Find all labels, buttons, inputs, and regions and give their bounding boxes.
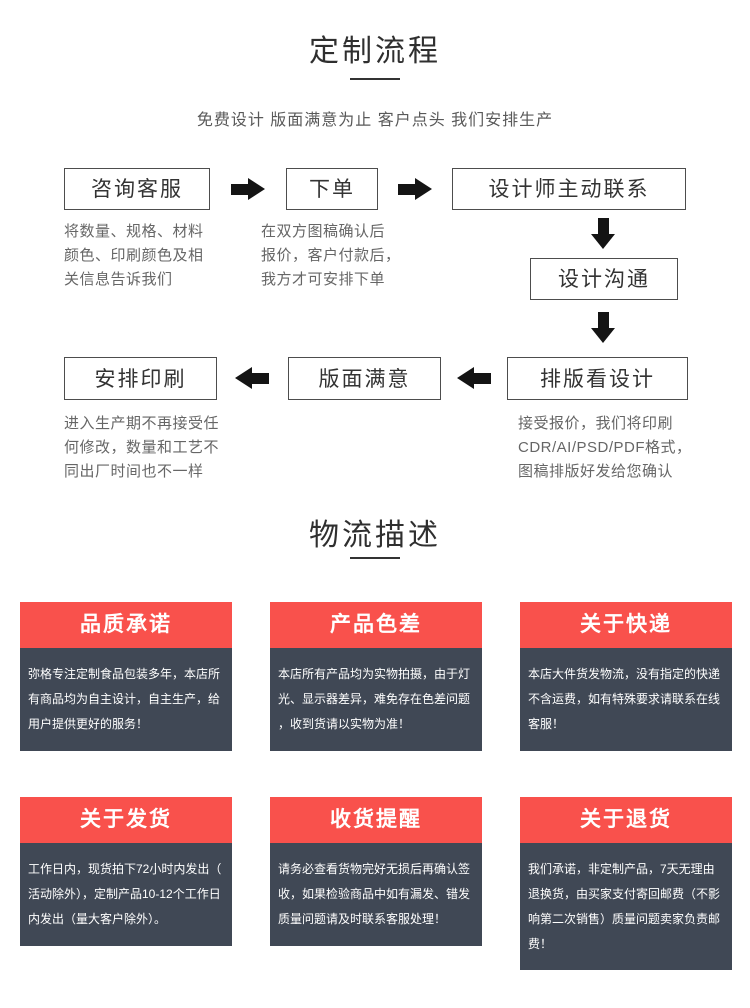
card-product-color: 产品色差 本店所有产品均为实物拍摄，由于灯光、显示器差异，难免存在色差问题，收到…	[270, 602, 482, 751]
flow-desc-place-order: 在双方图稿确认后 报价，客户付款后， 我方才可安排下单	[261, 223, 401, 288]
process-title-underline	[350, 78, 400, 80]
card-title: 收货提醒	[270, 797, 482, 843]
logistics-section-title: 物流描述	[309, 519, 441, 552]
card-about-returns: 关于退货 我们承诺，非定制产品，7天无理由退换货，由买家支付寄回邮费（不影响第二…	[520, 797, 732, 970]
card-title: 关于快递	[520, 602, 732, 648]
flow-step-review-design: 排版看设计	[507, 357, 688, 400]
logistics-cards-grid: 品质承诺 弥格专注定制食品包装多年，本店所有商品均为自主设计，自主生产，给用户提…	[20, 602, 732, 970]
arrow-down-icon	[591, 312, 615, 343]
card-quality-promise: 品质承诺 弥格专注定制食品包装多年，本店所有商品均为自主设计，自主生产，给用户提…	[20, 602, 232, 751]
flow-step-arrange-printing: 安排印刷	[64, 357, 217, 400]
card-about-express: 关于快递 本店大件货发物流，没有指定的快递不含运费，如有特殊要求请联系在线客服！	[520, 602, 732, 751]
flow-desc-consult-service: 将数量、规格、材料 颜色、印刷颜色及相 关信息告诉我们	[64, 223, 204, 288]
card-body: 本店大件货发物流，没有指定的快递不含运费，如有特殊要求请联系在线客服！	[520, 648, 732, 751]
card-about-shipping: 关于发货 工作日内，现货拍下72小时内发出（活动除外），定制产品10-12个工作…	[20, 797, 232, 970]
process-subtitle: 免费设计 版面满意为止 客户点头 我们安排生产	[196, 112, 554, 129]
flow-step-design-communication: 设计沟通	[530, 258, 678, 300]
card-title: 品质承诺	[20, 602, 232, 648]
card-body: 本店所有产品均为实物拍摄，由于灯光、显示器差异，难免存在色差问题，收到货请以实物…	[270, 648, 482, 751]
flow-step-place-order: 下单	[286, 168, 378, 210]
process-section-title: 定制流程	[309, 35, 441, 68]
flow-step-layout-satisfied: 版面满意	[288, 357, 441, 400]
flow-step-designer-contact: 设计师主动联系	[452, 168, 686, 210]
flow-desc-arrange-printing: 进入生产期不再接受任 何修改，数量和工艺不 同出厂时间也不一样	[64, 415, 220, 480]
card-receiving-reminder: 收货提醒 请务必查看货物完好无损后再确认签收，如果检验商品中如有漏发、错发质量问…	[270, 797, 482, 970]
card-title: 关于退货	[520, 797, 732, 843]
card-body: 工作日内，现货拍下72小时内发出（活动除外），定制产品10-12个工作日内发出（…	[20, 843, 232, 946]
logistics-title-underline	[350, 557, 400, 559]
flow-desc-review-design: 接受报价，我们将印刷 CDR/AI/PSD/PDF格式， 图稿排版好发给您确认	[518, 415, 692, 480]
card-title: 关于发货	[20, 797, 232, 843]
arrow-left-icon	[457, 367, 491, 389]
card-body: 弥格专注定制食品包装多年，本店所有商品均为自主设计，自主生产，给用户提供更好的服…	[20, 648, 232, 751]
card-body: 我们承诺，非定制产品，7天无理由退换货，由买家支付寄回邮费（不影响第二次销售）质…	[520, 843, 732, 970]
card-body: 请务必查看货物完好无损后再确认签收，如果检验商品中如有漏发、错发质量问题请及时联…	[270, 843, 482, 946]
card-title: 产品色差	[270, 602, 482, 648]
arrow-down-icon	[591, 218, 615, 249]
arrow-right-icon	[398, 178, 432, 200]
arrow-left-icon	[235, 367, 269, 389]
arrow-right-icon	[231, 178, 265, 200]
flow-step-consult-service: 咨询客服	[64, 168, 210, 210]
